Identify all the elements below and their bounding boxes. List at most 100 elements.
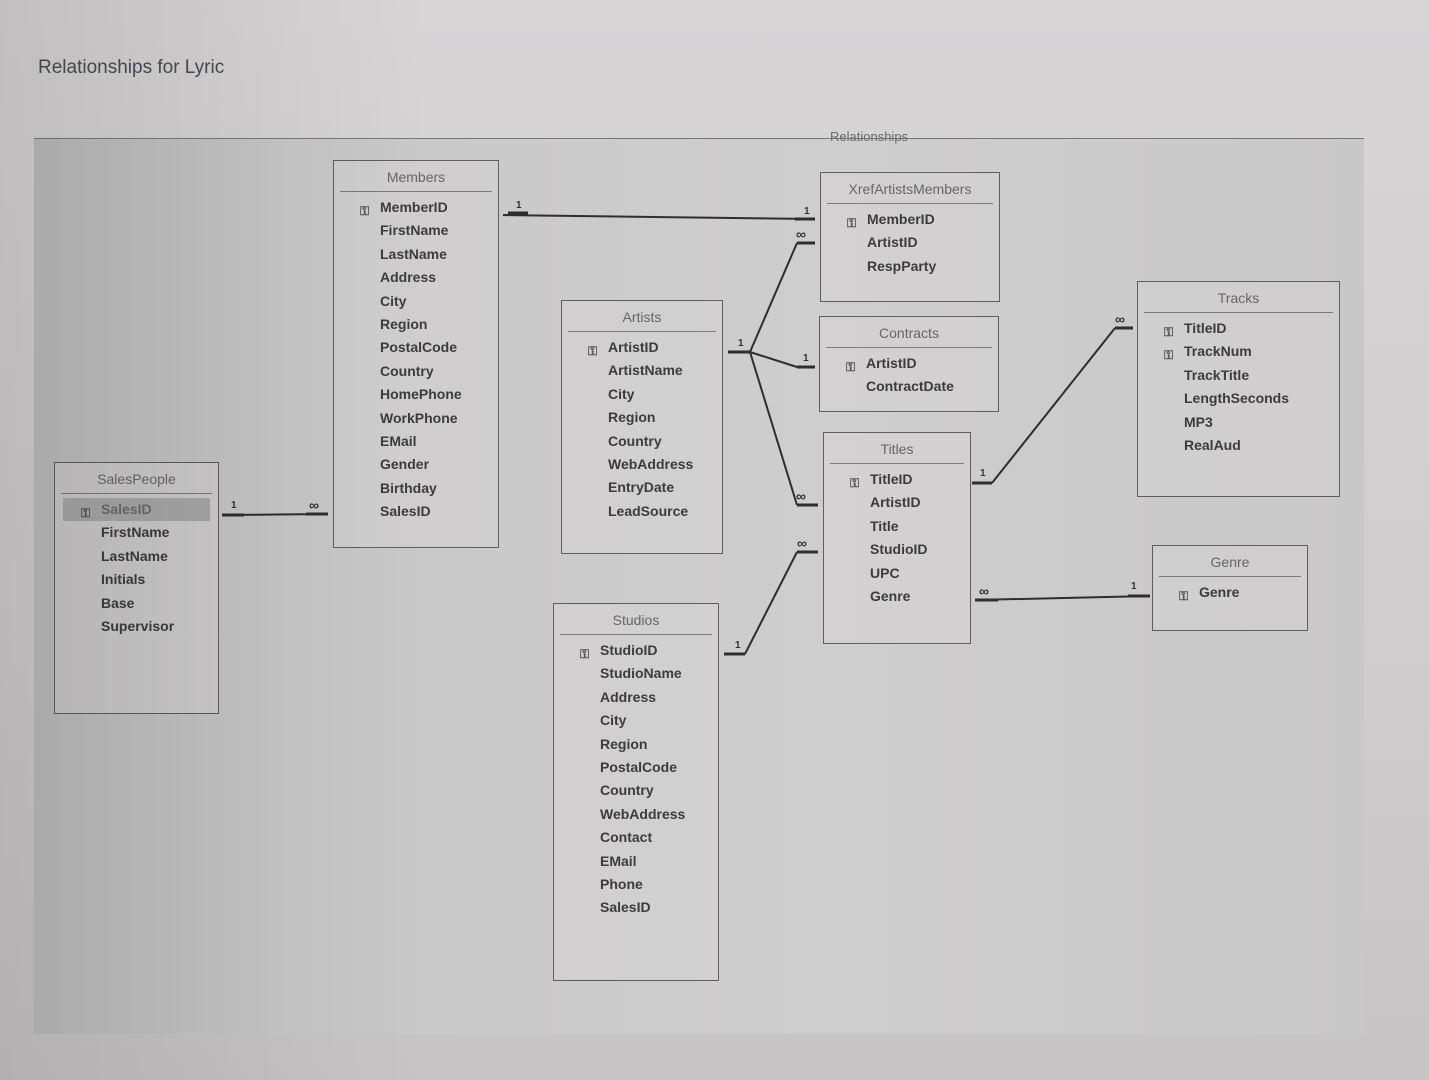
- field-item[interactable]: Birthday: [334, 477, 498, 500]
- rel-artists-titles: [749, 351, 798, 506]
- card-artists-from: 1: [738, 338, 744, 349]
- field-item[interactable]: WebAddress: [554, 803, 718, 826]
- field-item[interactable]: ⚿StudioID: [554, 639, 718, 662]
- field-item[interactable]: Gender: [334, 453, 498, 476]
- field-item[interactable]: PostalCode: [334, 336, 498, 359]
- field-item[interactable]: City: [554, 709, 718, 732]
- field-name: Country: [380, 362, 434, 379]
- field-name: MP3: [1184, 413, 1213, 430]
- field-item[interactable]: LeadSource: [562, 500, 722, 523]
- field-name: ArtistID: [867, 234, 918, 251]
- field-item[interactable]: EMail: [554, 850, 718, 873]
- field-item[interactable]: ContractDate: [820, 375, 998, 398]
- field-item[interactable]: ⚿ Genre: [1153, 581, 1307, 604]
- field-item[interactable]: HomePhone: [334, 383, 498, 406]
- field-item[interactable]: UPC: [824, 562, 970, 585]
- field-item[interactable]: TrackTitle: [1138, 364, 1339, 387]
- field-item[interactable]: RespParty: [821, 255, 999, 278]
- field-item[interactable]: EMail: [334, 430, 498, 453]
- field-item[interactable]: Genre: [824, 585, 970, 608]
- field-item[interactable]: StudioID: [824, 538, 970, 561]
- field-item[interactable]: LastName: [334, 243, 498, 266]
- field-item[interactable]: WorkPhone: [334, 407, 498, 430]
- primary-key-icon: ⚿: [360, 204, 370, 218]
- field-item[interactable]: LastName: [55, 545, 218, 568]
- field-name: TitleID: [1184, 320, 1227, 336]
- field-item[interactable]: Contact: [554, 826, 718, 849]
- field-name: Genre: [1199, 584, 1240, 600]
- field-item[interactable]: ⚿MemberID: [334, 196, 498, 219]
- field-list: ⚿ Genre: [1153, 577, 1307, 604]
- field-item[interactable]: EntryDate: [562, 476, 722, 499]
- table-genre[interactable]: Genre⚿ Genre: [1152, 545, 1308, 631]
- field-item[interactable]: Region: [554, 733, 718, 756]
- field-item[interactable]: Base: [55, 592, 218, 615]
- field-item[interactable]: ⚿ArtistID: [820, 352, 998, 375]
- field-item[interactable]: Phone: [554, 873, 718, 896]
- primary-key-icon: ⚿: [846, 360, 856, 374]
- field-name: Initials: [101, 571, 146, 588]
- field-item[interactable]: ⚿TrackNum: [1138, 340, 1339, 363]
- field-item[interactable]: FirstName: [334, 219, 498, 242]
- field-name: Base: [101, 594, 135, 611]
- field-item[interactable]: SalesID: [334, 500, 498, 523]
- table-title: Titles: [830, 441, 964, 464]
- field-name: LastName: [101, 547, 168, 564]
- field-item[interactable]: ⚿MemberID: [821, 208, 999, 231]
- field-item[interactable]: ⚿TitleID: [824, 468, 970, 491]
- field-item[interactable]: Initials: [55, 568, 218, 591]
- field-item[interactable]: Country: [554, 779, 718, 802]
- table-title: Studios: [560, 612, 712, 635]
- field-name: WorkPhone: [380, 409, 458, 426]
- field-item[interactable]: Title: [824, 515, 970, 538]
- field-item[interactable]: Country: [334, 360, 498, 383]
- field-name: StudioID: [870, 541, 928, 558]
- field-name: MemberID: [867, 211, 935, 227]
- field-item[interactable]: ⚿SalesID: [63, 498, 210, 522]
- field-item[interactable]: Country: [562, 430, 722, 453]
- field-item[interactable]: FirstName: [55, 521, 218, 544]
- field-name: EMail: [600, 852, 637, 869]
- field-name: EMail: [380, 433, 417, 450]
- field-name: RealAud: [1184, 437, 1241, 454]
- primary-key-icon: ⚿: [588, 344, 598, 358]
- field-item[interactable]: ArtistID: [821, 231, 999, 254]
- field-item[interactable]: Address: [334, 266, 498, 289]
- field-item[interactable]: SalesID: [554, 896, 718, 919]
- field-item[interactable]: City: [334, 290, 498, 313]
- field-item[interactable]: ArtistID: [824, 491, 970, 514]
- field-item[interactable]: WebAddress: [562, 453, 722, 476]
- card-studios-titles-to: ∞: [797, 535, 807, 551]
- field-item[interactable]: RealAud: [1138, 434, 1339, 457]
- field-name: Address: [380, 269, 437, 286]
- field-item[interactable]: PostalCode: [554, 756, 718, 779]
- field-item[interactable]: ArtistName: [562, 359, 722, 382]
- field-item[interactable]: ⚿ ArtistID: [562, 336, 722, 359]
- field-item[interactable]: StudioName: [554, 662, 718, 685]
- field-name: ArtistID: [608, 339, 659, 355]
- field-item[interactable]: City: [562, 383, 722, 406]
- field-item[interactable]: Region: [562, 406, 722, 429]
- field-item[interactable]: ⚿TitleID: [1138, 317, 1339, 340]
- field-name: Region: [600, 735, 648, 752]
- field-item[interactable]: MP3: [1138, 411, 1339, 434]
- field-item[interactable]: Address: [554, 686, 718, 709]
- field-name: RespParty: [867, 257, 937, 274]
- field-item[interactable]: Region: [334, 313, 498, 336]
- primary-key-icon: ⚿: [1179, 589, 1189, 603]
- field-name: SalesID: [600, 899, 651, 916]
- field-item[interactable]: Supervisor: [55, 615, 218, 638]
- field-item[interactable]: LengthSeconds: [1138, 387, 1339, 410]
